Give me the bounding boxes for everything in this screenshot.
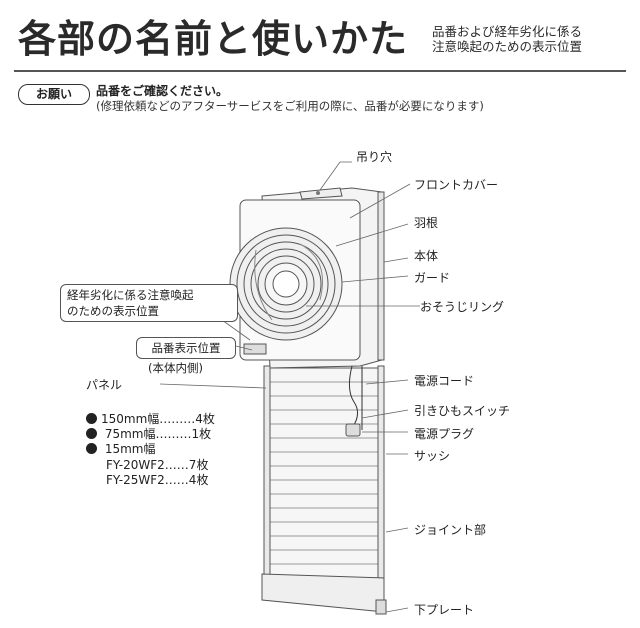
label-cleaning-ring: おそうじリング <box>420 300 505 314</box>
aging-callout-line-1: 経年劣化に係る注意喚起 <box>67 288 194 302</box>
hanger-hole <box>316 191 320 195</box>
bullet-icon <box>86 428 97 439</box>
page-subtitle: 品番および経年劣化に係る 注意喚起のための表示位置 <box>432 24 582 54</box>
panel-model-25: FY-25WF2……4枚 <box>106 473 209 487</box>
power-plug-shape <box>345 423 361 437</box>
label-joint: ジョイント部 <box>414 523 487 537</box>
label-body: 本体 <box>414 249 439 263</box>
request-badge: お願い <box>18 84 90 105</box>
label-blade: 羽根 <box>414 216 439 230</box>
model-note: (本体内側) <box>148 361 203 375</box>
subtitle-line-2: 注意喚起のための表示位置 <box>432 39 583 54</box>
label-sash: サッシ <box>414 449 451 463</box>
label-power-cord: 電源コード <box>414 374 475 388</box>
bullet-icon <box>86 413 97 424</box>
bullet-icon <box>86 443 97 454</box>
label-hanger-hole: 吊り穴 <box>356 150 393 164</box>
request-main-text: 品番をご確認ください。 <box>96 84 229 98</box>
panel-shape <box>267 367 381 579</box>
label-panel: パネル <box>86 378 123 392</box>
aging-callout-line-2: のための表示位置 <box>67 304 159 318</box>
label-front-cover: フロントカバー <box>414 178 499 192</box>
sash-shape <box>377 365 385 581</box>
label-bottom-plate: 下プレート <box>414 603 475 617</box>
label-pull-switch: 引きひもスイッチ <box>414 404 511 418</box>
panel-model-20: FY-20WF2……7枚 <box>106 458 209 472</box>
subtitle-line-1: 品番および経年劣化に係る <box>432 24 583 39</box>
label-guard: ガード <box>414 271 451 285</box>
label-power-plug: 電源プラグ <box>414 427 475 441</box>
panel-spec-150: 150mm幅………4枚 <box>86 410 215 427</box>
bottom-plate-shape <box>261 573 385 613</box>
page-title: 各部の名前と使いかた <box>18 17 409 61</box>
model-callout: 品番表示位置 <box>136 337 236 359</box>
aging-callout: 経年劣化に係る注意喚起 のための表示位置 <box>60 284 238 322</box>
request-sub-text: (修理依頼などのアフターサービスをご利用の際に、品番が必要になります) <box>96 99 484 113</box>
panel-spec-75: 75mm幅………1枚 <box>86 425 211 442</box>
title-rule <box>14 70 626 72</box>
panel-spec-15: 15mm幅 <box>86 440 155 457</box>
